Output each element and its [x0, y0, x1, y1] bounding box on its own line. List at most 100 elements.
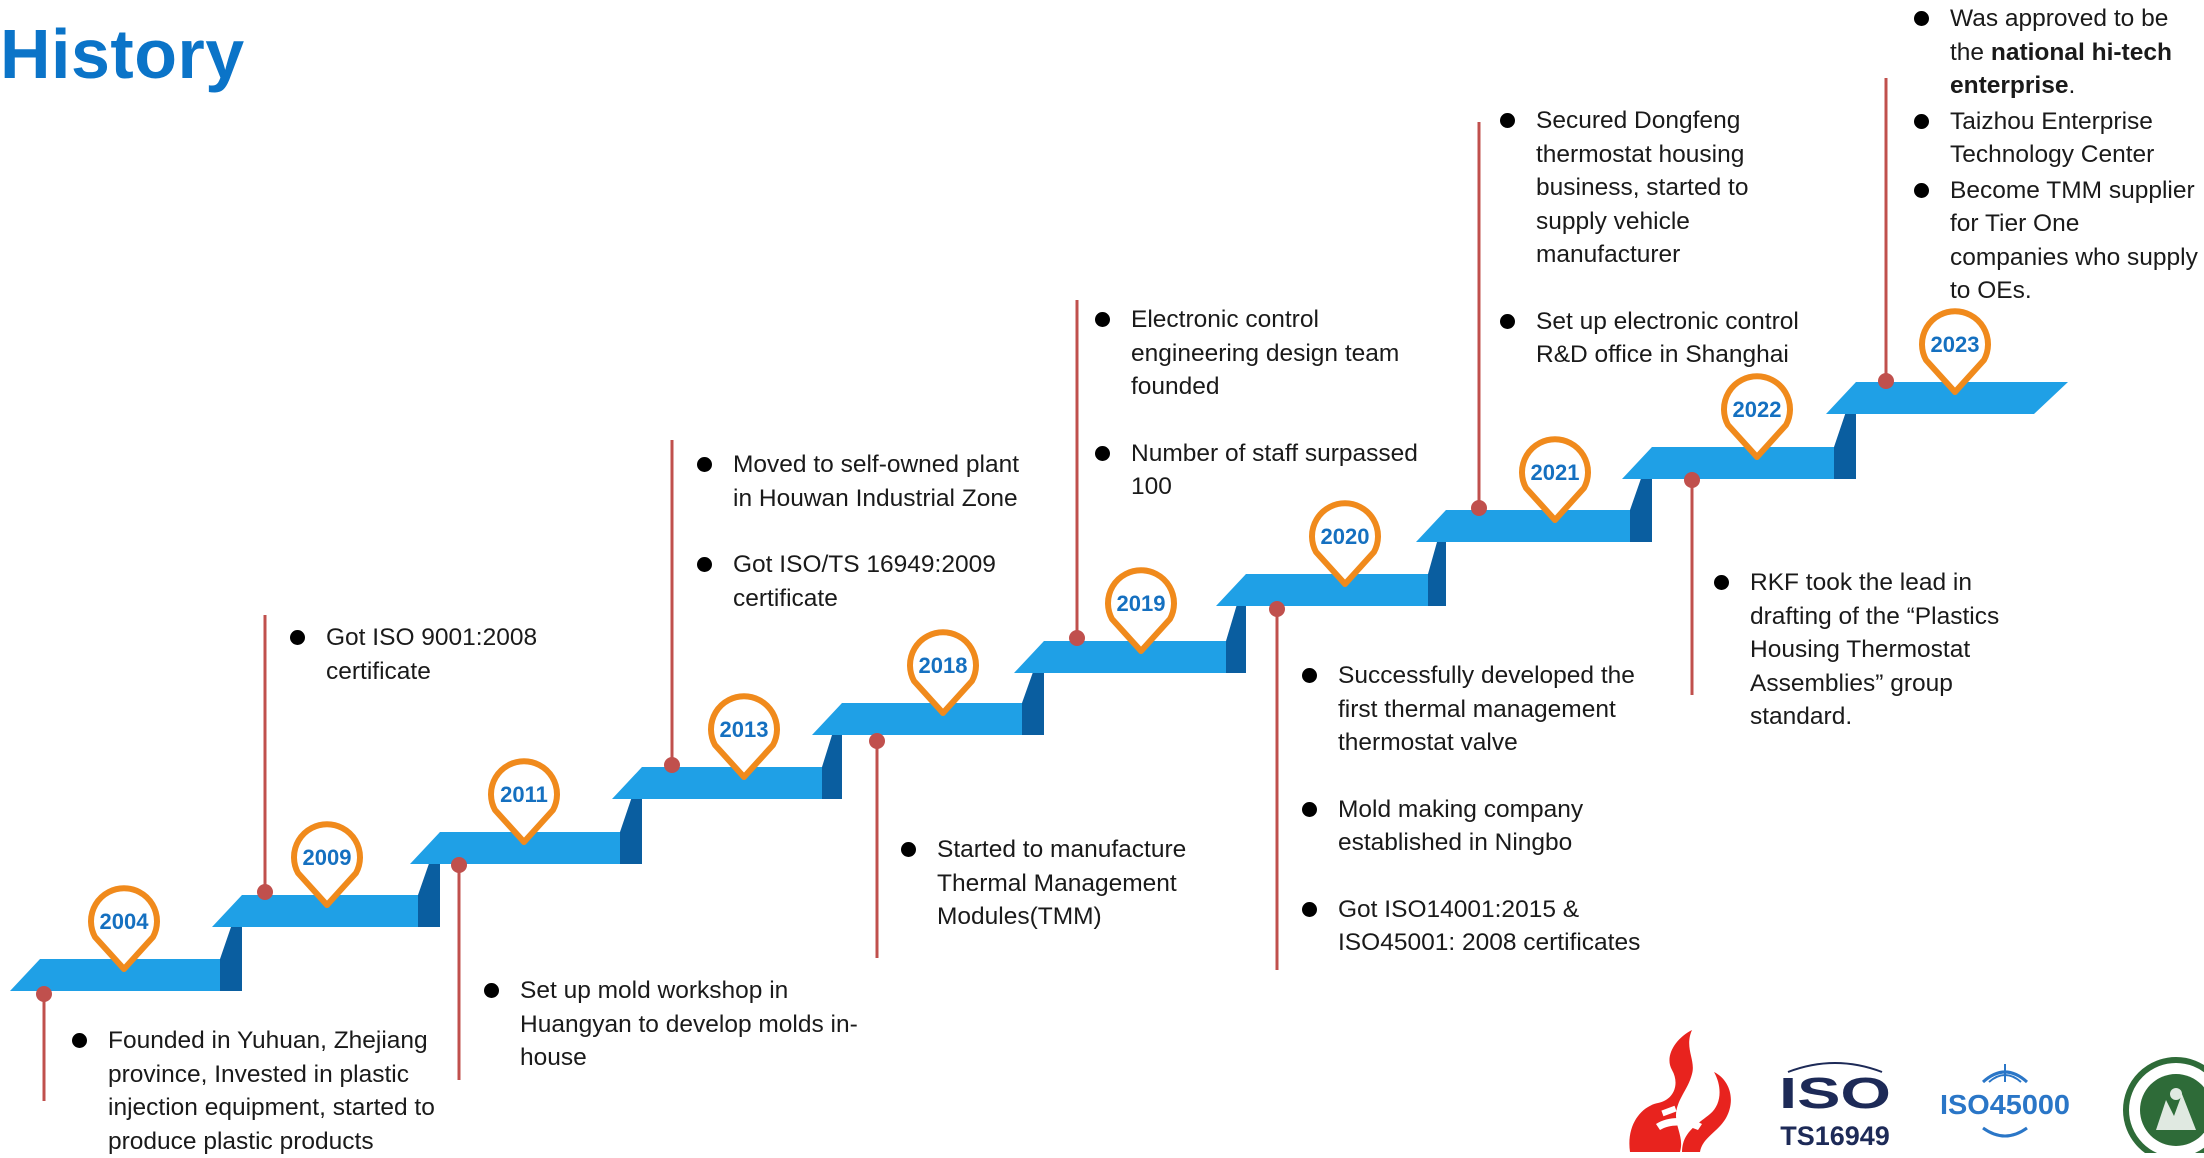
stems-layer [36, 78, 1894, 1101]
milestone-item: Become TMM supplier for Tier One compani… [1912, 174, 2204, 308]
milestone-2018: Started to manufacture Thermal Managemen… [899, 833, 1229, 934]
milestone-text: Set up electronic control R&D office in … [1536, 307, 1799, 369]
year-pin-2022: 2022 [1721, 373, 1793, 460]
stem-dot-8 [1471, 500, 1487, 516]
milestone-item: Got ISO/TS 16949:2009 certificate [695, 548, 1025, 615]
pins-layer: 2004 2009 2011 2013 2018 2019 2020 2021 2022 2023 [88, 308, 1991, 972]
milestone-text: Number of staff surpassed 100 [1131, 439, 1418, 501]
year-label: 2009 [303, 845, 352, 870]
steps-layer [10, 382, 2068, 991]
year-label: 2021 [1531, 460, 1580, 485]
step-tread-7 [1216, 574, 1428, 606]
year-label: 2013 [720, 717, 769, 742]
milestone-item: Electronic control engineering design te… [1093, 303, 1423, 404]
milestone-text: Got ISO/TS 16949:2009 certificate [733, 551, 996, 612]
milestone-text: Founded in Yuhuan, Zhejiang province, In… [108, 1027, 435, 1155]
milestone-2019: Electronic control engineering design te… [1093, 303, 1423, 504]
year-pin-2023: 2023 [1919, 308, 1991, 395]
milestone-text: Mold making company established in Ningb… [1338, 795, 1584, 857]
milestone-text: Started to manufacture Thermal Managemen… [937, 836, 1187, 930]
milestone-text: RKF took the lead in drafting of the “Pl… [1750, 569, 2000, 730]
pin-marker-icon [88, 885, 160, 972]
milestone-text: Become TMM supplier for Tier One compani… [1950, 176, 2198, 305]
milestone-item: Set up mold workshop in Huangyan to deve… [482, 974, 862, 1075]
milestone-text: . [2068, 72, 2076, 99]
year-label: 2011 [500, 782, 548, 807]
stem-dot-9 [1684, 472, 1700, 488]
stem-dot-7 [1269, 601, 1285, 617]
step-tread-1 [10, 959, 220, 991]
milestone-2020: Successfully developed the first thermal… [1300, 659, 1680, 960]
year-label: 2018 [919, 653, 968, 678]
milestone-item: Number of staff surpassed 100 [1093, 437, 1423, 504]
milestone-2023: Was approved to be the national hi-tech … [1912, 2, 2204, 308]
year-label: 2020 [1321, 524, 1370, 549]
milestone-item: Mold making company established in Ningb… [1300, 793, 1680, 860]
pin-marker-icon [708, 693, 780, 780]
milestone-text: Successfully developed the first thermal… [1338, 662, 1635, 756]
step-tread-8 [1416, 510, 1630, 542]
pin-marker-icon [1105, 567, 1177, 654]
milestone-item: Moved to self-owned plant in Houwan Indu… [695, 448, 1025, 515]
year-pin-2011: 2011 [488, 758, 560, 845]
milestone-item: Was approved to be the national hi-tech … [1912, 2, 2204, 103]
milestone-text: Electronic control engineering design te… [1131, 306, 1400, 400]
pin-marker-icon [1519, 436, 1591, 523]
iso-ts16949-logo: ISO TS16949 [1779, 1062, 1891, 1151]
china-quality-emblem-logo [1629, 1030, 1731, 1152]
milestone-item: RKF took the lead in drafting of the “Pl… [1712, 566, 2032, 734]
step-tread-3 [410, 832, 620, 864]
milestone-2013: Moved to self-owned plant in Houwan Indu… [695, 448, 1025, 615]
year-label: 2022 [1733, 397, 1782, 422]
milestone-item: Taizhou Enterprise Technology Center [1912, 105, 2204, 172]
milestone-item: Started to manufacture Thermal Managemen… [899, 833, 1229, 934]
step-tread-6 [1014, 641, 1226, 673]
pin-marker-icon [1309, 500, 1381, 587]
environmental-certification-seal-logo [2123, 1057, 2204, 1153]
year-pin-2004: 2004 [88, 885, 160, 972]
year-label: 2004 [100, 909, 150, 934]
milestone-text: Moved to self-owned plant in Houwan Indu… [733, 451, 1019, 512]
step-tread-4 [612, 767, 822, 799]
milestone-text: Taizhou Enterprise Technology Center [1950, 107, 2155, 169]
year-pin-2020: 2020 [1309, 500, 1381, 587]
iso-ts-bottom-text: TS16949 [1780, 1121, 1890, 1151]
step-tread-10 [1826, 382, 2068, 414]
pin-marker-icon [291, 821, 363, 908]
milestone-text: Got ISO14001:2015 & ISO45001: 2008 certi… [1338, 895, 1641, 957]
year-pin-2018: 2018 [907, 629, 979, 716]
milestone-item: Successfully developed the first thermal… [1300, 659, 1680, 760]
step-tread-9 [1622, 447, 1834, 479]
year-pin-2019: 2019 [1105, 567, 1177, 654]
milestone-bold-text: national hi-tech enterprise [1950, 38, 2172, 100]
milestone-text: Got ISO 9001:2008 certificate [326, 624, 538, 685]
milestone-2021: Secured Dongfeng thermostat housing busi… [1498, 104, 1808, 372]
pin-marker-icon [907, 629, 979, 716]
pin-marker-icon [488, 758, 560, 845]
milestone-item: Set up electronic control R&D office in … [1498, 305, 1808, 372]
step-tread-2 [212, 895, 418, 927]
milestone-2022: RKF took the lead in drafting of the “Pl… [1712, 566, 2032, 734]
milestone-item: Founded in Yuhuan, Zhejiang province, In… [70, 1024, 450, 1158]
year-pin-2021: 2021 [1519, 436, 1591, 523]
iso-ts-top-text: ISO [1779, 1069, 1891, 1118]
stem-dot-3 [451, 857, 467, 873]
pin-marker-icon [1919, 308, 1991, 395]
stem-dot-6 [1069, 630, 1085, 646]
year-pin-2013: 2013 [708, 693, 780, 780]
milestone-item: Secured Dongfeng thermostat housing busi… [1498, 104, 1808, 272]
stem-dot-5 [869, 733, 885, 749]
stem-dot-10 [1878, 373, 1894, 389]
milestone-item: Got ISO 9001:2008 certificate [288, 621, 568, 688]
step-tread-5 [812, 703, 1022, 735]
milestone-2011: Set up mold workshop in Huangyan to deve… [482, 974, 862, 1075]
stem-dot-2 [257, 884, 273, 900]
year-pin-2009: 2009 [291, 821, 363, 908]
milestone-text: Was approved to be the [1950, 5, 2169, 66]
stem-dot-1 [36, 986, 52, 1002]
milestone-item: Got ISO14001:2015 & ISO45001: 2008 certi… [1300, 893, 1680, 960]
iso45000-logo: ISO45000 [1940, 1064, 2070, 1138]
year-label: 2019 [1117, 591, 1166, 616]
milestone-2009: Got ISO 9001:2008 certificate [288, 621, 568, 688]
